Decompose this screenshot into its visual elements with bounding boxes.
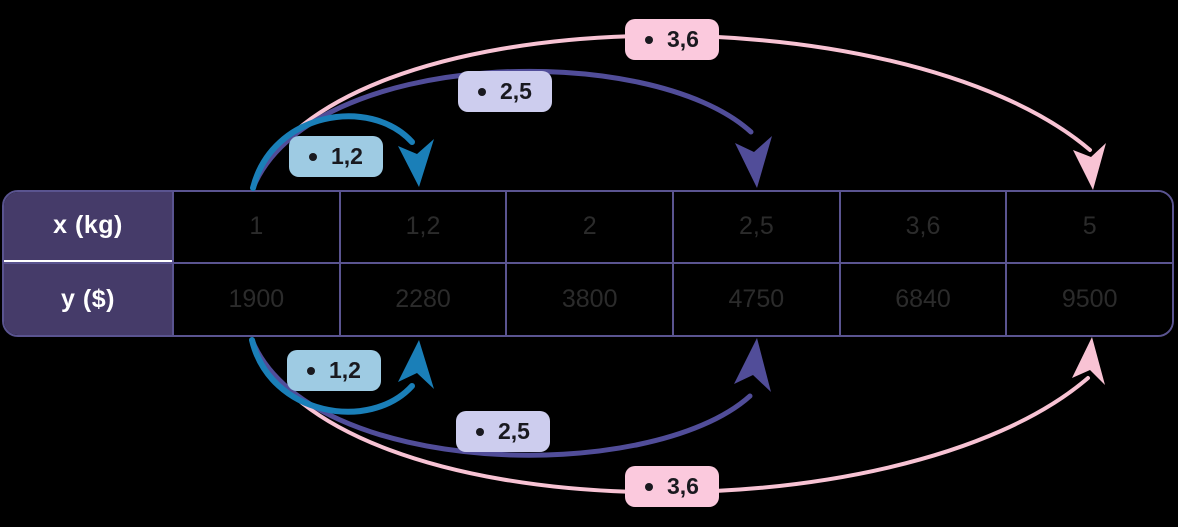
badge-top-multiplier-1: 1,2	[289, 136, 383, 177]
multiply-dot-icon	[307, 366, 315, 375]
arrow-bottom-purple-head	[734, 338, 771, 392]
cell-y-3: 4750	[672, 263, 839, 335]
multiply-dot-icon	[645, 35, 653, 44]
data-table: x (kg) 1 1,2 2 2,5 3,6 5 y ($) 1900 2280…	[2, 190, 1174, 337]
badge-top-multiplier-1-label: 1,2	[331, 143, 363, 169]
arrow-top-pink-head	[1073, 143, 1106, 190]
badge-bottom-multiplier-2-label: 2,5	[498, 418, 530, 444]
multiply-dot-icon	[309, 152, 317, 161]
badge-top-multiplier-3: 3,6	[625, 19, 719, 60]
table-row-y: y ($) 1900 2280 3800 4750 6840 9500	[4, 263, 1172, 335]
badge-bottom-multiplier-3: 3,6	[625, 466, 719, 507]
badge-bottom-multiplier-2: 2,5	[456, 411, 550, 452]
cell-x-5: 5	[1005, 192, 1172, 262]
row-header-y: y ($)	[4, 263, 172, 335]
cell-x-4: 3,6	[838, 192, 1006, 262]
cell-y-5: 9500	[1005, 263, 1172, 335]
multiply-dot-icon	[645, 482, 653, 491]
badge-top-multiplier-2-label: 2,5	[500, 78, 532, 104]
multiply-dot-icon	[476, 427, 484, 436]
cell-y-2: 3800	[505, 263, 673, 335]
cell-x-2: 2	[505, 192, 673, 262]
arrow-bottom-pink-head	[1072, 337, 1105, 385]
arrow-bottom-blue-head	[398, 340, 434, 389]
badge-top-multiplier-2: 2,5	[458, 71, 552, 112]
cell-y-1: 2280	[338, 263, 506, 335]
row-header-x: x (kg)	[4, 192, 172, 262]
cell-x-3: 2,5	[672, 192, 839, 262]
badge-bottom-multiplier-1: 1,2	[287, 350, 381, 391]
badge-top-multiplier-3-label: 3,6	[667, 26, 699, 52]
cell-y-0: 1900	[172, 263, 339, 335]
cell-y-4: 6840	[838, 263, 1006, 335]
cell-x-0: 1	[172, 192, 339, 262]
arrow-top-blue-head	[398, 139, 434, 187]
arrow-top-purple-head	[735, 136, 772, 188]
multiply-dot-icon	[478, 87, 486, 96]
badge-bottom-multiplier-1-label: 1,2	[329, 357, 361, 383]
table-row-x: x (kg) 1 1,2 2 2,5 3,6 5	[4, 192, 1172, 264]
cell-x-1: 1,2	[338, 192, 506, 262]
badge-bottom-multiplier-3-label: 3,6	[667, 473, 699, 499]
